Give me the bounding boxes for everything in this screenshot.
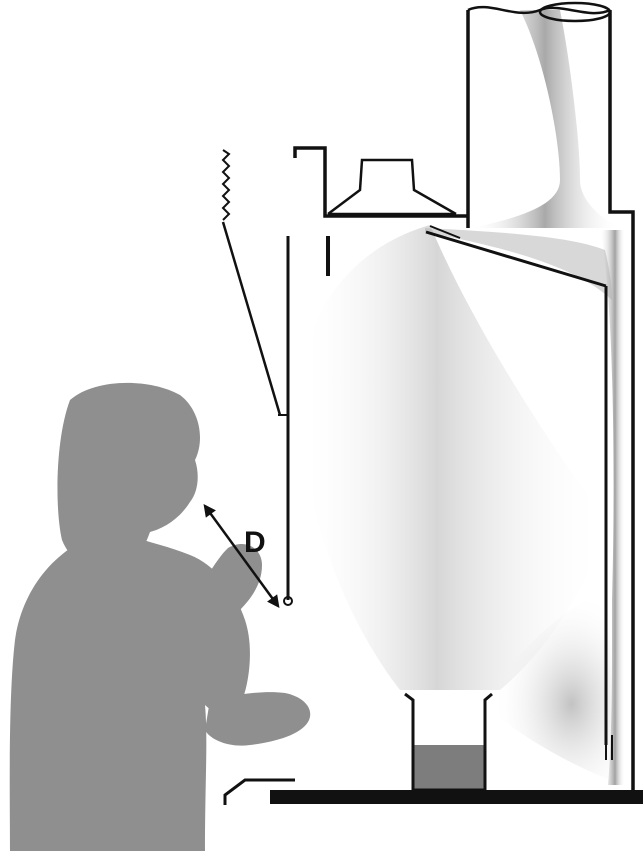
airflow-duct [470, 10, 620, 228]
airflow-group [300, 10, 625, 785]
work-surface [270, 790, 643, 804]
fan-housing [328, 160, 456, 214]
beaker-liquid [413, 745, 485, 790]
distance-label: D [244, 526, 266, 559]
exhaust-fan-icon [328, 160, 456, 214]
sash-guide-line [223, 222, 280, 415]
sash-spring [223, 150, 229, 220]
beaker-icon [405, 694, 492, 790]
person-lower-hand [205, 692, 310, 746]
